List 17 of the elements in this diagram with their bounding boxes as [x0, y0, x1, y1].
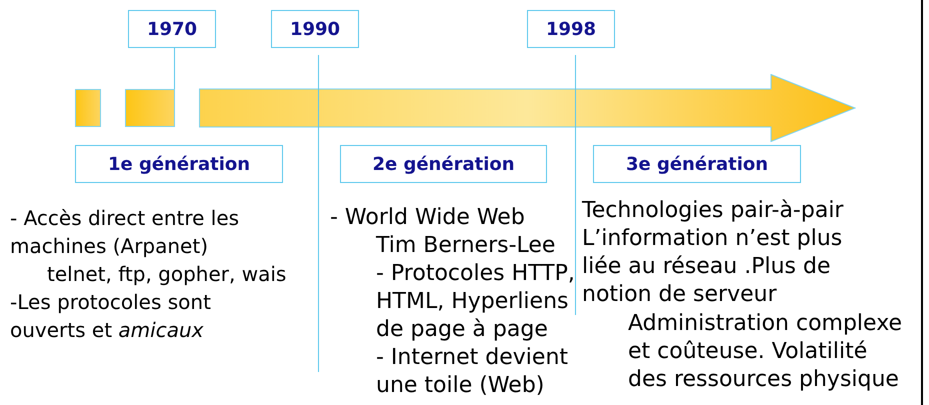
description-text: - World Wide Web [330, 204, 526, 232]
description-text: telnet, ftp, gopher, wais [47, 261, 288, 288]
generation-label: 3e génération [593, 145, 801, 183]
year-label: 1990 [271, 10, 359, 48]
description-text: L’information n’est plus liée au réseau .Plus de notion de serveur [582, 225, 844, 309]
description-text: - Internet devient une toile (Web) [376, 344, 570, 400]
year-label: 1970 [128, 10, 216, 48]
description-text: Technologies pair-à-pair [582, 197, 844, 225]
description-text: - Protocoles HTTP, HTML, Hyperliens de page à page [376, 260, 576, 344]
year-label: 1998 [527, 10, 615, 48]
leader-line [174, 48, 175, 90]
description-text: -Les protocoles sont ouverts et amicaux [10, 289, 212, 344]
description-text: Tim Berners-Lee [376, 232, 556, 260]
description-text: Administration complexe et coûteuse. Volatilité des ressources physique [628, 310, 904, 394]
generation-label: 2e génération [340, 145, 547, 183]
description-text: - Accès direct entre les machines (Arpanet) [10, 205, 240, 260]
generation-label: 1e génération [75, 145, 283, 183]
